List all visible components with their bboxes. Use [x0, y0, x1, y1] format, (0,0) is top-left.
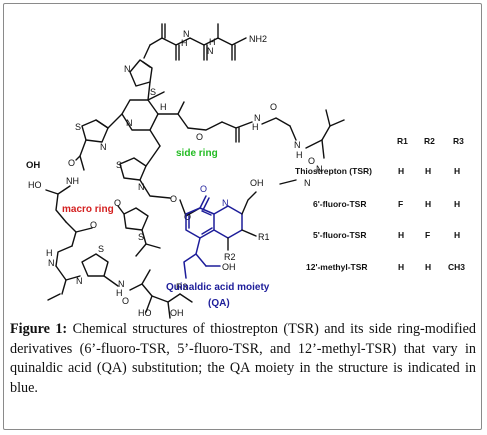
table-row-name: 6'-fluoro-TSR: [313, 199, 367, 209]
ho-bottom-label: HO: [138, 308, 152, 318]
side-ring-peptide: O H N O N H N O N: [187, 102, 345, 188]
svg-text:O: O: [200, 184, 207, 194]
substituent-table: R1 R2 R3 Thiostrepton (TSR) H H H 6'-flu…: [295, 136, 465, 272]
macro-ring-left-chain: O H N: [45, 185, 97, 301]
svg-text:S: S: [116, 160, 122, 170]
svg-text:H: H: [252, 122, 259, 132]
svg-text:N: N: [207, 46, 214, 56]
table-cell-r2: H: [425, 166, 431, 176]
svg-text:N: N: [183, 29, 190, 39]
svg-text:O: O: [196, 132, 203, 142]
dehydroalanine-tail: H N N H: [143, 23, 247, 61]
svg-text:O: O: [170, 194, 177, 204]
left-thiazole: S N O NH: [66, 113, 123, 186]
r1-label: R1: [258, 232, 270, 242]
svg-text:S: S: [138, 232, 144, 242]
table-cell-r3: H: [454, 230, 460, 240]
svg-text:N: N: [76, 276, 83, 286]
table-cell-r2: H: [425, 199, 431, 209]
lower-thiazole: O S: [114, 198, 161, 257]
svg-text:S: S: [98, 244, 104, 254]
svg-text:N: N: [222, 198, 229, 208]
svg-text:N: N: [304, 178, 311, 188]
upper-thiazole: S N: [124, 59, 156, 101]
quinaldic-acid-moiety: O O N: [183, 184, 243, 279]
qa-substituents: [227, 191, 257, 251]
qa-abbr-label: (QA): [208, 298, 230, 309]
table-row-name: 12'-methyl-TSR: [306, 262, 368, 272]
svg-text:N: N: [118, 279, 125, 289]
svg-text:H: H: [116, 288, 123, 298]
table-cell-r2: F: [425, 230, 430, 240]
svg-text:N: N: [126, 118, 133, 128]
svg-text:S: S: [75, 122, 81, 132]
svg-text:N: N: [254, 113, 261, 123]
svg-text:N: N: [138, 182, 145, 192]
svg-text:NH: NH: [66, 176, 79, 186]
r2-label: R2: [224, 252, 236, 262]
svg-text:O: O: [184, 212, 191, 222]
svg-text:N: N: [100, 142, 107, 152]
table-row-name: 5'-fluoro-TSR: [313, 230, 367, 240]
bottom-threonine: [141, 283, 193, 319]
oh-bottom-label: OH: [170, 308, 184, 318]
svg-text:O: O: [114, 198, 121, 208]
svg-text:O: O: [68, 158, 75, 168]
table-cell-r1: H: [398, 262, 404, 272]
table-header-r2: R2: [424, 136, 435, 146]
table-cell-r3: CH3: [448, 262, 465, 272]
central-thiazole: S N O: [116, 145, 187, 217]
nh2-label: NH2: [249, 34, 267, 44]
piperidine-core: N H: [121, 91, 189, 147]
svg-text:O: O: [308, 156, 315, 166]
svg-text:N: N: [294, 140, 301, 150]
svg-text:H: H: [181, 38, 188, 48]
table-header-r3: R3: [453, 136, 464, 146]
table-header-r1: R1: [397, 136, 408, 146]
chemical-structure-diagram: H N N H NH2 S N N H S N O NH: [26, 23, 465, 319]
table-cell-r1: H: [398, 230, 404, 240]
thiazoline-ring: S N H N O: [76, 244, 151, 306]
r3-label: R3: [176, 282, 188, 292]
svg-text:H: H: [46, 248, 53, 258]
figure-label: Figure 1:: [10, 321, 68, 337]
caption-text: Chemical structures of thiostrepton (TSR…: [10, 321, 477, 396]
side-ring-label: side ring: [176, 148, 218, 159]
svg-text:N: N: [316, 164, 323, 174]
table-row-name: Thiostrepton (TSR): [295, 166, 372, 176]
svg-text:H: H: [160, 102, 167, 112]
figure-caption: Figure 1: Chemical structures of thiostr…: [10, 320, 476, 398]
svg-text:S: S: [150, 87, 156, 97]
svg-text:H: H: [296, 150, 303, 160]
table-cell-r3: H: [454, 166, 460, 176]
svg-text:O: O: [270, 102, 277, 112]
svg-text:H: H: [209, 37, 216, 47]
svg-text:O: O: [122, 296, 129, 306]
svg-text:O: O: [90, 220, 97, 230]
svg-text:N: N: [124, 64, 131, 74]
qa-name-label: Quinaldic acid moiety: [166, 282, 270, 293]
table-cell-r1: H: [398, 166, 404, 176]
ho-left-label: HO: [28, 180, 42, 190]
macro-ring-label: macro ring: [62, 204, 114, 215]
table-cell-r1: F: [398, 199, 403, 209]
table-cell-r2: H: [425, 262, 431, 272]
oh-ring-label: OH: [250, 178, 264, 188]
oh-top-left-label: OH: [26, 160, 40, 171]
oh-qa-label: OH: [222, 262, 236, 272]
table-cell-r3: H: [454, 199, 460, 209]
svg-text:N: N: [48, 258, 55, 268]
